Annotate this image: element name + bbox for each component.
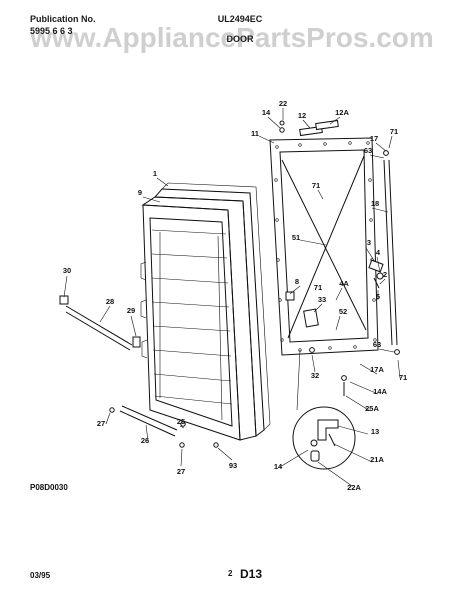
publication-number: 5995 6 6 3 <box>30 26 73 36</box>
callout-label: 32 <box>311 371 319 380</box>
lower-hinge <box>309 347 347 396</box>
callout-label: 18 <box>371 199 379 208</box>
callout-label: 17 <box>370 134 378 143</box>
callout-label: 14 <box>274 462 283 471</box>
callout-label: 1 <box>153 169 157 178</box>
callout-label: 14 <box>262 108 271 117</box>
callout-label: 14A <box>373 387 387 396</box>
callout-label: 27 <box>177 467 185 476</box>
callout-label: 17A <box>370 365 384 374</box>
callout-label: 27 <box>97 419 105 428</box>
callout-label: 71 <box>390 127 398 136</box>
callout-label: 63 <box>373 340 381 349</box>
detail-inset <box>292 349 356 470</box>
diagram-code: P08D0030 <box>30 483 68 492</box>
callout-label: 9 <box>138 188 142 197</box>
callout-label: 22 <box>279 99 287 108</box>
callout-label: 8 <box>295 277 299 286</box>
page-number: 2 <box>228 569 233 578</box>
callout-label: 30 <box>63 266 71 275</box>
sheet-code: D13 <box>240 567 262 581</box>
callout-label: 71 <box>312 181 320 190</box>
callout-label: 4 <box>376 248 381 257</box>
callout-label: 33 <box>318 295 326 304</box>
door-liner <box>140 204 241 441</box>
callout-label: 22A <box>347 483 361 492</box>
door-gasket <box>141 182 271 441</box>
hinge-rod <box>383 150 400 355</box>
callout-label: 51 <box>292 233 300 242</box>
callout-label: 13 <box>371 427 379 436</box>
callout-label: 25A <box>365 404 379 413</box>
publication-label: Publication No. <box>30 14 96 24</box>
callout-label: 63 <box>364 146 372 155</box>
callout-label: 21A <box>370 455 384 464</box>
leader-lines <box>63 108 401 487</box>
callout-label: 4A <box>339 279 349 288</box>
callout-label: 29 <box>127 306 135 315</box>
bottom-strip <box>109 405 219 448</box>
model-number: UL2494EC <box>218 14 263 24</box>
callout-label: 11 <box>251 129 259 138</box>
callout-label: 2 <box>383 270 387 279</box>
callout-label: 3 <box>367 238 371 247</box>
callout-label: 71 <box>399 373 407 382</box>
callout-label: 71 <box>314 283 322 292</box>
callout-label: 25 <box>177 417 185 426</box>
callout-labels: 22 14 12 12A 11 17 71 63 9 1 71 18 51 3 … <box>63 99 407 492</box>
kick-plate <box>59 295 141 351</box>
section-title: DOOR <box>227 34 255 44</box>
callout-label: 12 <box>298 111 306 120</box>
watermark-text: www.AppliancePartsPros.com <box>29 22 434 53</box>
callout-label: 93 <box>229 461 237 470</box>
callout-label: 26 <box>141 436 149 445</box>
callout-label: 12A <box>335 108 349 117</box>
callout-label: 52 <box>339 307 347 316</box>
callout-label: 28 <box>106 297 114 306</box>
door-outer-panel <box>269 119 379 356</box>
publication-date: 03/95 <box>30 571 51 580</box>
